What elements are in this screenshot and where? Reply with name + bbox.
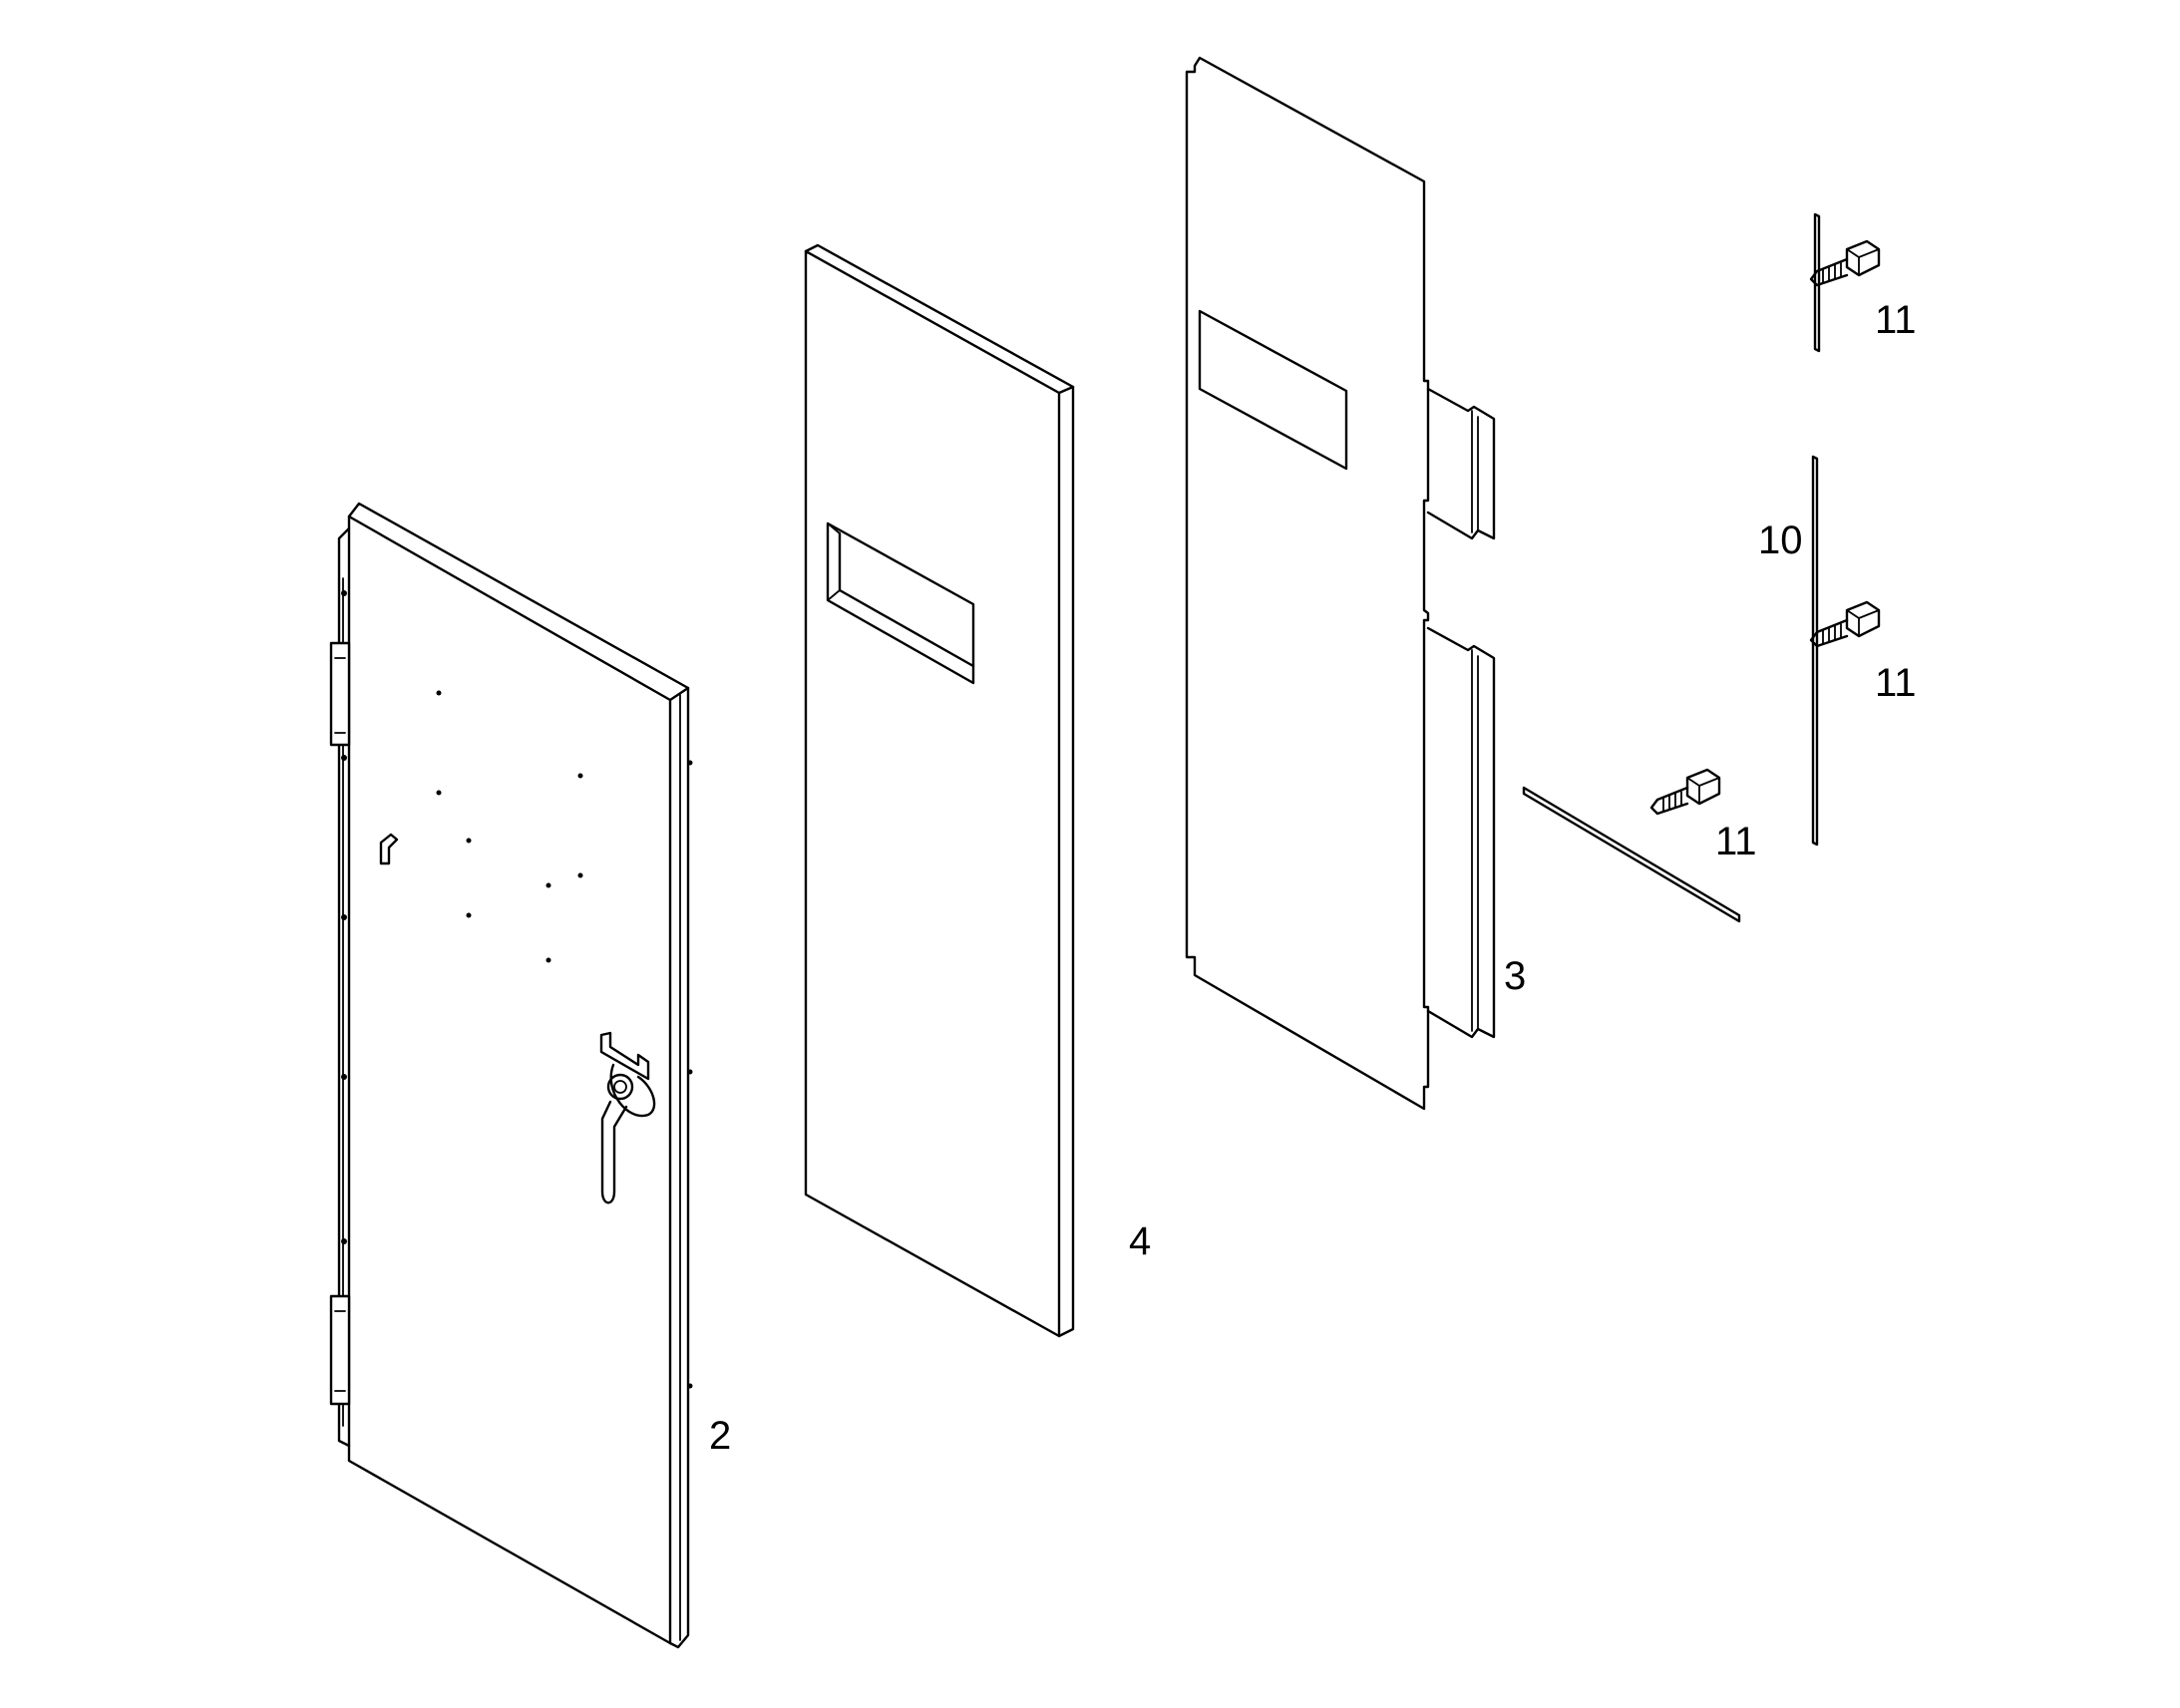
callout-screw-top: 11 — [1875, 298, 1917, 342]
callout-strip: 10 — [1758, 518, 1803, 562]
mounting-plate-part — [1185, 56, 1496, 1111]
callout-door: 2 — [709, 1414, 731, 1458]
strip-parts — [1522, 212, 1821, 923]
callout-mounting-plate: 3 — [1504, 954, 1526, 998]
screw-top — [1809, 239, 1881, 287]
upper-hinge — [329, 641, 351, 747]
lower-hinge — [329, 1294, 351, 1406]
gasket-panel-part — [804, 243, 1075, 1338]
screw-middle — [1809, 600, 1881, 648]
callout-screw-lower: 11 — [1715, 820, 1757, 863]
callout-screw-middle: 11 — [1875, 661, 1917, 705]
door-part — [329, 502, 693, 1649]
door-latch-handle — [599, 1031, 656, 1204]
callout-gasket-panel: 4 — [1129, 1219, 1151, 1263]
screw-lower — [1649, 768, 1721, 816]
